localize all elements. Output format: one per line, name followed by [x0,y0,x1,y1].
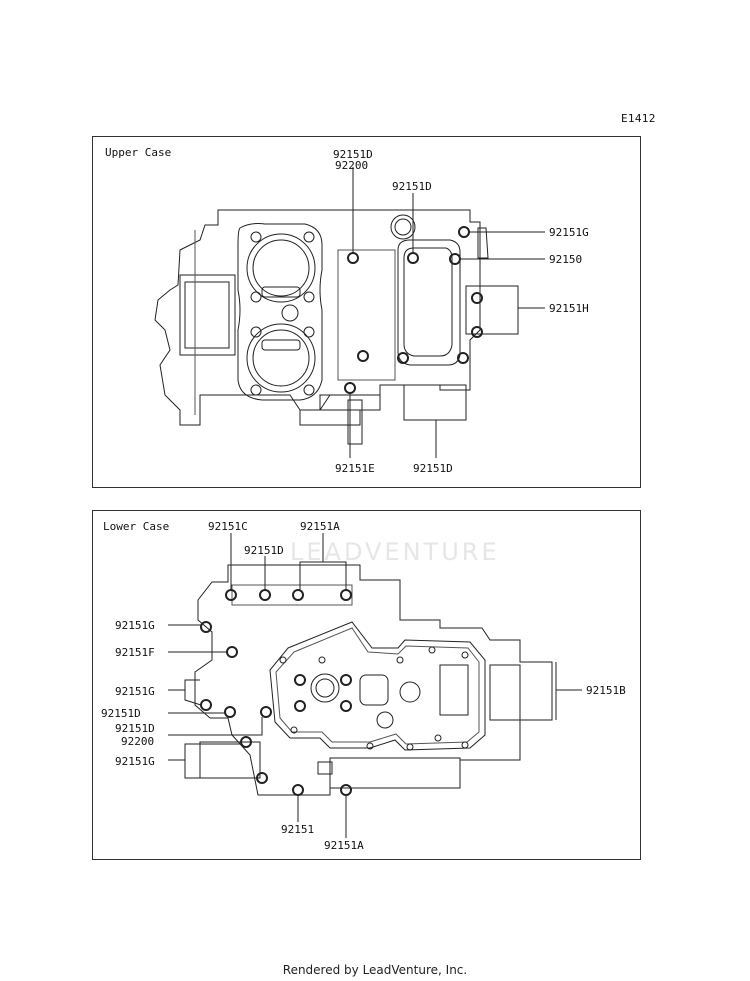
footer-credit: Rendered by LeadVenture, Inc. [282,963,468,977]
upper-case-title: Upper Case [105,146,172,159]
label-92151b: 92151B [586,684,626,697]
label-92200-top: 92200 [335,159,369,172]
label-92151d-left: 92151D [101,707,141,720]
label-92151c: 92151C [208,520,248,533]
label-92151a-top: 92151A [300,520,340,533]
label-92151h: 92151H [549,302,589,315]
label-92151g: 92151G [549,226,589,239]
label-92151d-mid: 92151D [392,180,432,193]
label-92151f: 92151F [115,646,155,659]
label-92151d-left2: 92151D [115,722,155,735]
lower-case-title: Lower Case [103,520,170,533]
label-92151: 92151 [281,823,315,836]
label-92151g-2: 92151G [115,685,155,698]
label-92200: 92200 [121,735,155,748]
lower-case-panel [92,510,641,860]
label-92150: 92150 [549,253,583,266]
label-92151d-top: 92151D [333,148,373,161]
upper-case-panel [92,136,641,488]
label-92151d-top: 92151D [244,544,284,557]
label-92151a-bottom: 92151A [324,839,364,852]
label-92151d-bottom: 92151D [413,462,453,475]
watermark: LEADVENTURE [290,538,500,566]
label-92151g-3: 92151G [115,755,155,768]
diagram-code: E1412 [621,112,656,125]
label-92151g-1: 92151G [115,619,155,632]
label-92151e: 92151E [335,462,375,475]
